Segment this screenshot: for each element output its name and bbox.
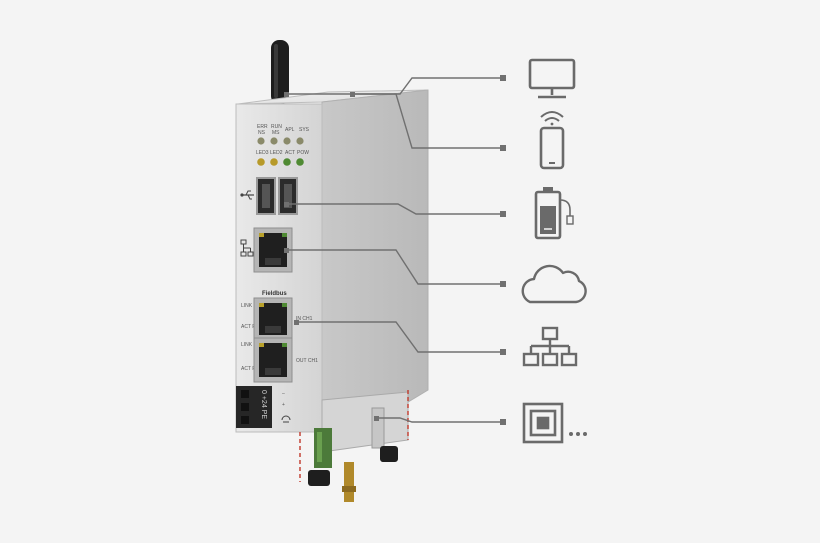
port1-link-label: LINK L/A [241, 303, 262, 309]
usb-icon [240, 190, 254, 200]
line-to-network [296, 321, 502, 353]
led-pow [296, 158, 304, 166]
cloud-icon [521, 264, 587, 304]
led-apl [283, 137, 291, 145]
line-to-nfc [376, 417, 502, 423]
led-label-led3: LED3 [256, 150, 269, 156]
led-err [257, 137, 265, 145]
network-icon [240, 239, 254, 257]
port2-link-label: LINK L/A [241, 342, 262, 348]
led-label-ms: MS [272, 130, 280, 136]
smartphone-wifi-icon [539, 111, 565, 170]
led-label-pow: POW [297, 150, 309, 156]
led-label-err: ERR [257, 124, 268, 130]
led-led3 [257, 158, 265, 166]
port2-out-label: OUT CH1 [296, 358, 318, 364]
led-led2 [270, 158, 278, 166]
din-rail-mount [299, 390, 409, 502]
usb-port-right[interactable] [278, 177, 298, 215]
line-to-monitor [286, 77, 502, 95]
battery-charger-icon [534, 187, 574, 240]
led-run [270, 137, 278, 145]
port2-act-label: ACT Rx/Tx [241, 366, 266, 372]
fieldbus-port-out[interactable] [253, 337, 293, 383]
led-label-run: RUN [271, 124, 282, 130]
monitor-icon [528, 58, 576, 99]
power-plus-label: + [282, 402, 285, 408]
connector-endpoints [284, 75, 506, 425]
led-label-act: ACT [285, 150, 295, 156]
antenna [271, 40, 289, 104]
led-sys [296, 137, 304, 145]
power-minus-label: – [282, 391, 285, 397]
led-label-apl: APL [285, 127, 295, 133]
led-act [283, 158, 291, 166]
led-label-led2: LED2 [270, 150, 283, 156]
network-hierarchy-icon [522, 326, 578, 367]
line-to-cloud [286, 249, 502, 285]
fieldbus-label: Fieldbus [262, 291, 287, 297]
led-label-sys: SYS [299, 127, 310, 133]
power-connector-label: 0 +24 PE [260, 390, 267, 419]
gateway-device: ERR RUN APL SYS NS MS LED3 LED2 ACT POW [235, 40, 429, 502]
fieldbus-port-in[interactable] [253, 297, 293, 341]
connector-lines [286, 77, 502, 423]
led-label-ns: NS [258, 130, 266, 136]
line-to-smartphone [352, 93, 502, 149]
usb-port-left[interactable] [256, 177, 276, 215]
housing-side [321, 89, 429, 431]
line-to-charger [286, 203, 502, 215]
ground-icon [281, 415, 291, 423]
port1-in-label: IN CH1 [296, 316, 313, 322]
nfc-tag-icon [522, 402, 587, 444]
port1-act-label: ACT Rx/Tx [241, 324, 266, 330]
led-panel: ERR RUN APL SYS NS MS LED3 LED2 ACT POW [256, 124, 310, 166]
power-connector[interactable]: 0 +24 PE [236, 386, 272, 428]
